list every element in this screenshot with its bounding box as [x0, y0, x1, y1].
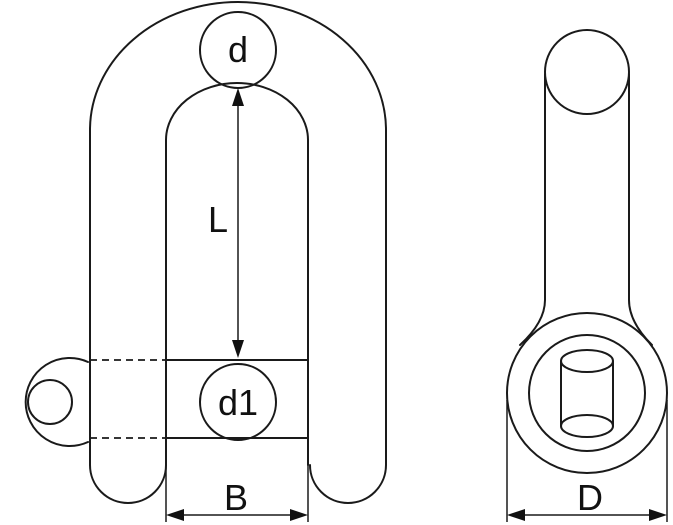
length-arrow-top [232, 88, 244, 106]
bow-inner-contour [165, 82, 309, 466]
side-view: D [506, 29, 668, 522]
pin-diameter-label: d [228, 29, 248, 70]
side-leg-right [628, 73, 653, 346]
bolt-diameter-label: d1 [218, 382, 258, 423]
bolt-head-hole [27, 379, 73, 425]
bolt-head-eye [24, 357, 89, 447]
inside-width-label: B [224, 477, 248, 518]
side-crown-circle [544, 29, 630, 115]
length-arrow-bottom [232, 340, 244, 358]
width-arrow-right [290, 509, 308, 521]
diameter-arrow-right [649, 509, 667, 521]
bow-outer-contour [89, 1, 387, 504]
side-eye-inner [528, 334, 646, 452]
inside-length-label: L [208, 199, 228, 240]
side-bolt-top [560, 349, 614, 373]
side-eye-outer [506, 312, 668, 474]
left-leg-cap [89, 464, 167, 504]
bolt-section-circle [199, 363, 277, 441]
width-arrow-left [166, 509, 184, 521]
diameter-arrow-left [507, 509, 525, 521]
front-view: d L d1 B [24, 1, 387, 522]
side-bolt-bottom [560, 414, 614, 438]
side-leg-left [519, 73, 546, 346]
outer-diameter-label: D [577, 477, 603, 518]
